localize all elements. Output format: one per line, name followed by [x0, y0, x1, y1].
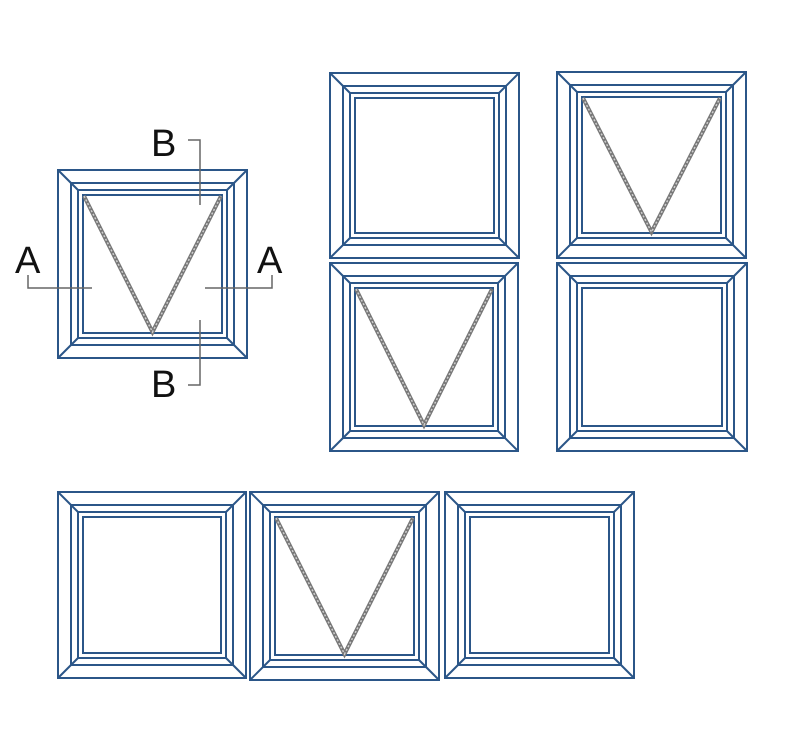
mitre-joint [329, 72, 351, 94]
window-upper-left [329, 72, 520, 259]
outer-frame [444, 491, 635, 679]
mitre-joint [329, 430, 351, 452]
glazing-bead [354, 287, 494, 427]
mitre-joint [726, 262, 748, 284]
mitre-joint [418, 659, 440, 681]
mitre-joint [225, 491, 247, 513]
leader-left-a [27, 275, 92, 289]
mitre-joint [226, 337, 248, 359]
sash-inner [77, 511, 227, 659]
opening-indicator-hatch [275, 517, 414, 656]
sash-inner [269, 511, 420, 661]
mitre-joint [444, 657, 466, 679]
glazing-bead [581, 287, 723, 427]
sash-inner [77, 189, 228, 339]
mitre-joint [329, 237, 351, 259]
mitre-joint [556, 237, 578, 259]
sash-outer [342, 275, 506, 439]
opening-indicator [581, 97, 722, 237]
window-lower-right [556, 262, 748, 452]
glazing-bead [469, 516, 610, 654]
mitre-joint [57, 169, 79, 191]
mitre-joint [556, 430, 578, 452]
sash-outer [569, 275, 735, 439]
mitre-joint [418, 491, 440, 513]
sash-inner [576, 282, 728, 432]
mitre-joint [613, 657, 635, 679]
sash-outer [569, 84, 734, 246]
mitre-joint [249, 659, 271, 681]
outer-frame [57, 491, 247, 679]
sash-inner [349, 92, 500, 239]
sash-inner [576, 91, 727, 239]
windows-group [57, 71, 748, 681]
outer-frame [329, 262, 519, 452]
mitre-joint [556, 71, 578, 93]
opening-indicator-hatch [355, 288, 493, 427]
mitre-joint [725, 237, 747, 259]
glazing-bead [354, 97, 495, 234]
sash-outer [457, 504, 622, 666]
window-row-center [249, 491, 440, 681]
leader-top-b [188, 139, 201, 205]
mitre-joint [498, 237, 520, 259]
sash-outer [262, 504, 427, 668]
mitre-joint [249, 491, 271, 513]
opening-indicator-hatch [582, 97, 721, 234]
glazing-bead [82, 516, 222, 654]
mitre-joint [329, 262, 351, 284]
outer-frame [57, 169, 248, 359]
sash-outer [70, 504, 234, 666]
mitre-joint [57, 657, 79, 679]
window-row-left [57, 491, 247, 679]
sash-inner [464, 511, 615, 659]
opening-indicator [82, 195, 223, 337]
leader-right-a [205, 275, 273, 289]
opening-indicator [274, 517, 415, 659]
mitre-joint [444, 491, 466, 513]
sash-outer [342, 85, 507, 246]
mitre-joint [725, 71, 747, 93]
window-upper-right [556, 71, 747, 259]
mitre-joint [57, 491, 79, 513]
sash-inner [349, 282, 499, 432]
mitre-joint [497, 430, 519, 452]
mitre-joint [613, 491, 635, 513]
window-section-key [57, 169, 248, 359]
mitre-joint [497, 262, 519, 284]
outer-frame [556, 71, 747, 259]
section-labels [27, 139, 273, 386]
glazing-bead [82, 194, 223, 334]
window-lower-left [329, 262, 519, 452]
outer-frame [329, 72, 520, 259]
label-left-a: A [15, 240, 41, 282]
label-top-b: B [151, 123, 176, 165]
mitre-joint [726, 430, 748, 452]
mitre-joint [226, 169, 248, 191]
mitre-joint [556, 262, 578, 284]
glazing-bead [274, 516, 415, 656]
sash-outer [70, 182, 235, 346]
opening-indicator-hatch [83, 195, 222, 334]
mitre-joint [57, 337, 79, 359]
outer-frame [249, 491, 440, 681]
glazing-bead [581, 96, 722, 234]
mitre-joint [225, 657, 247, 679]
label-right-a: A [257, 240, 283, 282]
window-row-right [444, 491, 635, 679]
opening-indicator [354, 288, 494, 430]
label-bottom-b: B [151, 364, 176, 406]
outer-frame [556, 262, 748, 452]
leader-bottom-b [188, 320, 201, 386]
mitre-joint [498, 72, 520, 94]
